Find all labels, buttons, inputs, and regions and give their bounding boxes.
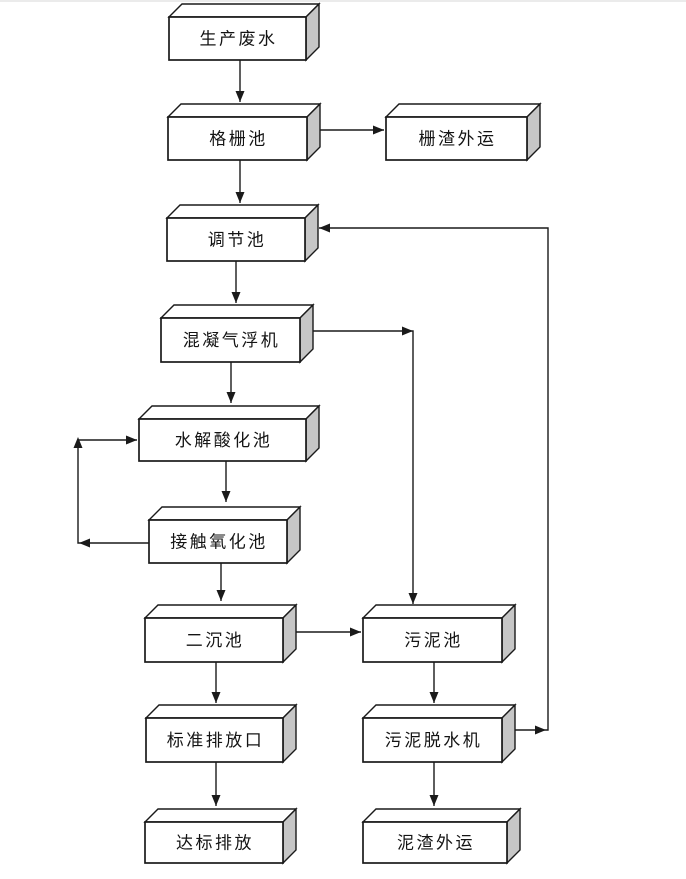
flow-node-production-wastewater: 生产废水 bbox=[167, 2, 321, 62]
box-top-face bbox=[143, 808, 298, 823]
arrowhead-down-icon bbox=[429, 692, 439, 703]
flow-edge-flotation-to-hydrolysis bbox=[226, 362, 236, 403]
flow-node-secondary-clarifier: 二沉池 bbox=[143, 603, 298, 664]
flow-edge-clarifier-to-sludge-tank bbox=[296, 627, 361, 637]
arrowhead-left-icon bbox=[79, 538, 90, 548]
box-top-face bbox=[144, 704, 298, 719]
box-top-face bbox=[167, 3, 321, 18]
flow-node-hydrolysis-acidification-tank: 水解酸化池 bbox=[137, 404, 321, 463]
edge-line bbox=[319, 227, 549, 731]
arrowhead-right-icon bbox=[402, 326, 413, 336]
edge-line bbox=[77, 439, 149, 544]
flow-edge-contact-recycle-hydrolysis bbox=[73, 435, 149, 548]
edge-line bbox=[313, 330, 414, 604]
flow-node-bar-screen-tank: 格栅池 bbox=[166, 102, 322, 162]
flow-node-label-mud-residue-removal: 泥渣外运 bbox=[397, 834, 475, 853]
box-front-face bbox=[362, 717, 503, 763]
flow-node-equalization-tank: 调节池 bbox=[165, 203, 320, 263]
arrowhead-down-icon bbox=[235, 192, 245, 203]
flow-node-contact-oxidation-tank: 接触氧化池 bbox=[147, 505, 302, 565]
box-top-face bbox=[361, 808, 522, 823]
box-top-face bbox=[147, 506, 302, 521]
flow-node-label-coagulation-air-flotation: 混凝气浮机 bbox=[183, 331, 281, 350]
box-top-face bbox=[143, 604, 298, 619]
flow-edge-clarifier-to-outlet bbox=[211, 662, 221, 703]
arrowhead-down-icon bbox=[211, 795, 221, 806]
flow-node-label-contact-oxidation-tank: 接触氧化池 bbox=[170, 533, 268, 552]
box-top-face bbox=[361, 704, 517, 719]
box-front-face bbox=[145, 717, 284, 763]
flow-edge-hydrolysis-to-contact bbox=[221, 461, 231, 502]
flow-node-label-hydrolysis-acidification-tank: 水解酸化池 bbox=[175, 431, 273, 450]
flow-node-label-standard-discharge-outlet: 标准排放口 bbox=[167, 731, 265, 750]
arrowhead-down-icon bbox=[221, 491, 231, 502]
box-front-face bbox=[138, 418, 307, 462]
flow-node-label-sludge-tank: 污泥池 bbox=[404, 631, 463, 650]
box-front-face bbox=[168, 16, 307, 61]
box-front-face bbox=[362, 617, 503, 663]
arrowhead-down-icon bbox=[211, 692, 221, 703]
flow-edge-dewatering-to-mud-removal bbox=[429, 762, 439, 806]
arrowhead-right-icon bbox=[350, 627, 361, 637]
flow-node-coagulation-air-flotation: 混凝气浮机 bbox=[159, 303, 315, 364]
arrowhead-down-icon bbox=[226, 392, 236, 403]
arrowhead-right-icon bbox=[535, 725, 546, 735]
arrowhead-down-icon bbox=[408, 593, 418, 604]
box-front-face bbox=[148, 519, 288, 564]
box-front-face bbox=[166, 217, 306, 262]
box-front-face bbox=[385, 116, 528, 161]
flow-node-mud-residue-removal: 泥渣外运 bbox=[361, 807, 522, 865]
box-top-face bbox=[361, 604, 517, 619]
box-front-face bbox=[362, 821, 508, 864]
flow-node-standard-discharge-outlet: 标准排放口 bbox=[144, 703, 298, 764]
flow-edge-dewatering-return-to-equalization bbox=[319, 223, 549, 735]
flow-node-label-equalization-tank: 调节池 bbox=[208, 231, 267, 250]
flow-node-sludge-dewatering-machine: 污泥脱水机 bbox=[361, 703, 517, 764]
flow-node-label-bar-screen-tank: 格栅池 bbox=[209, 130, 268, 149]
box-front-face bbox=[144, 617, 284, 663]
arrowhead-right-icon bbox=[373, 125, 384, 135]
box-top-face bbox=[165, 204, 320, 219]
box-front-face bbox=[144, 821, 284, 864]
flow-node-screen-residue-removal: 栅渣外运 bbox=[384, 102, 542, 162]
arrowhead-down-icon bbox=[429, 795, 439, 806]
box-front-face bbox=[160, 317, 301, 363]
box-top-face bbox=[384, 103, 542, 118]
box-top-face bbox=[137, 405, 321, 420]
flow-node-label-sludge-dewatering-machine: 污泥脱水机 bbox=[385, 731, 483, 750]
flow-edge-screen-to-residue bbox=[320, 125, 384, 135]
flow-node-label-production-wastewater: 生产废水 bbox=[200, 30, 278, 49]
arrowhead-right-icon bbox=[126, 435, 137, 445]
flow-node-label-secondary-clarifier: 二沉池 bbox=[186, 631, 245, 650]
arrowhead-left-icon bbox=[319, 223, 330, 233]
arrowhead-down-icon bbox=[235, 91, 245, 102]
flow-edge-screen-to-equalization bbox=[235, 160, 245, 203]
flow-edge-outlet-to-discharge bbox=[211, 762, 221, 806]
flow-edge-flotation-to-sludge-tank bbox=[313, 326, 418, 604]
flow-edge-wastewater-to-screen bbox=[235, 60, 245, 102]
flow-edge-contact-to-clarifier bbox=[216, 563, 226, 601]
flow-edge-sludge-to-dewatering bbox=[429, 662, 439, 703]
arrowhead-down-icon bbox=[231, 292, 241, 303]
arrowhead-up-icon bbox=[73, 437, 83, 448]
flow-node-label-compliant-discharge: 达标排放 bbox=[176, 834, 254, 853]
flow-node-compliant-discharge: 达标排放 bbox=[143, 807, 298, 865]
box-top-face bbox=[159, 304, 315, 319]
flow-edge-equalization-to-flotation bbox=[231, 261, 241, 303]
flow-node-label-screen-residue-removal: 栅渣外运 bbox=[419, 130, 497, 149]
box-front-face bbox=[167, 116, 308, 161]
arrowhead-down-icon bbox=[216, 590, 226, 601]
flow-node-sludge-tank: 污泥池 bbox=[361, 603, 517, 664]
box-top-face bbox=[166, 103, 322, 118]
page-top-edge bbox=[0, 0, 686, 2]
